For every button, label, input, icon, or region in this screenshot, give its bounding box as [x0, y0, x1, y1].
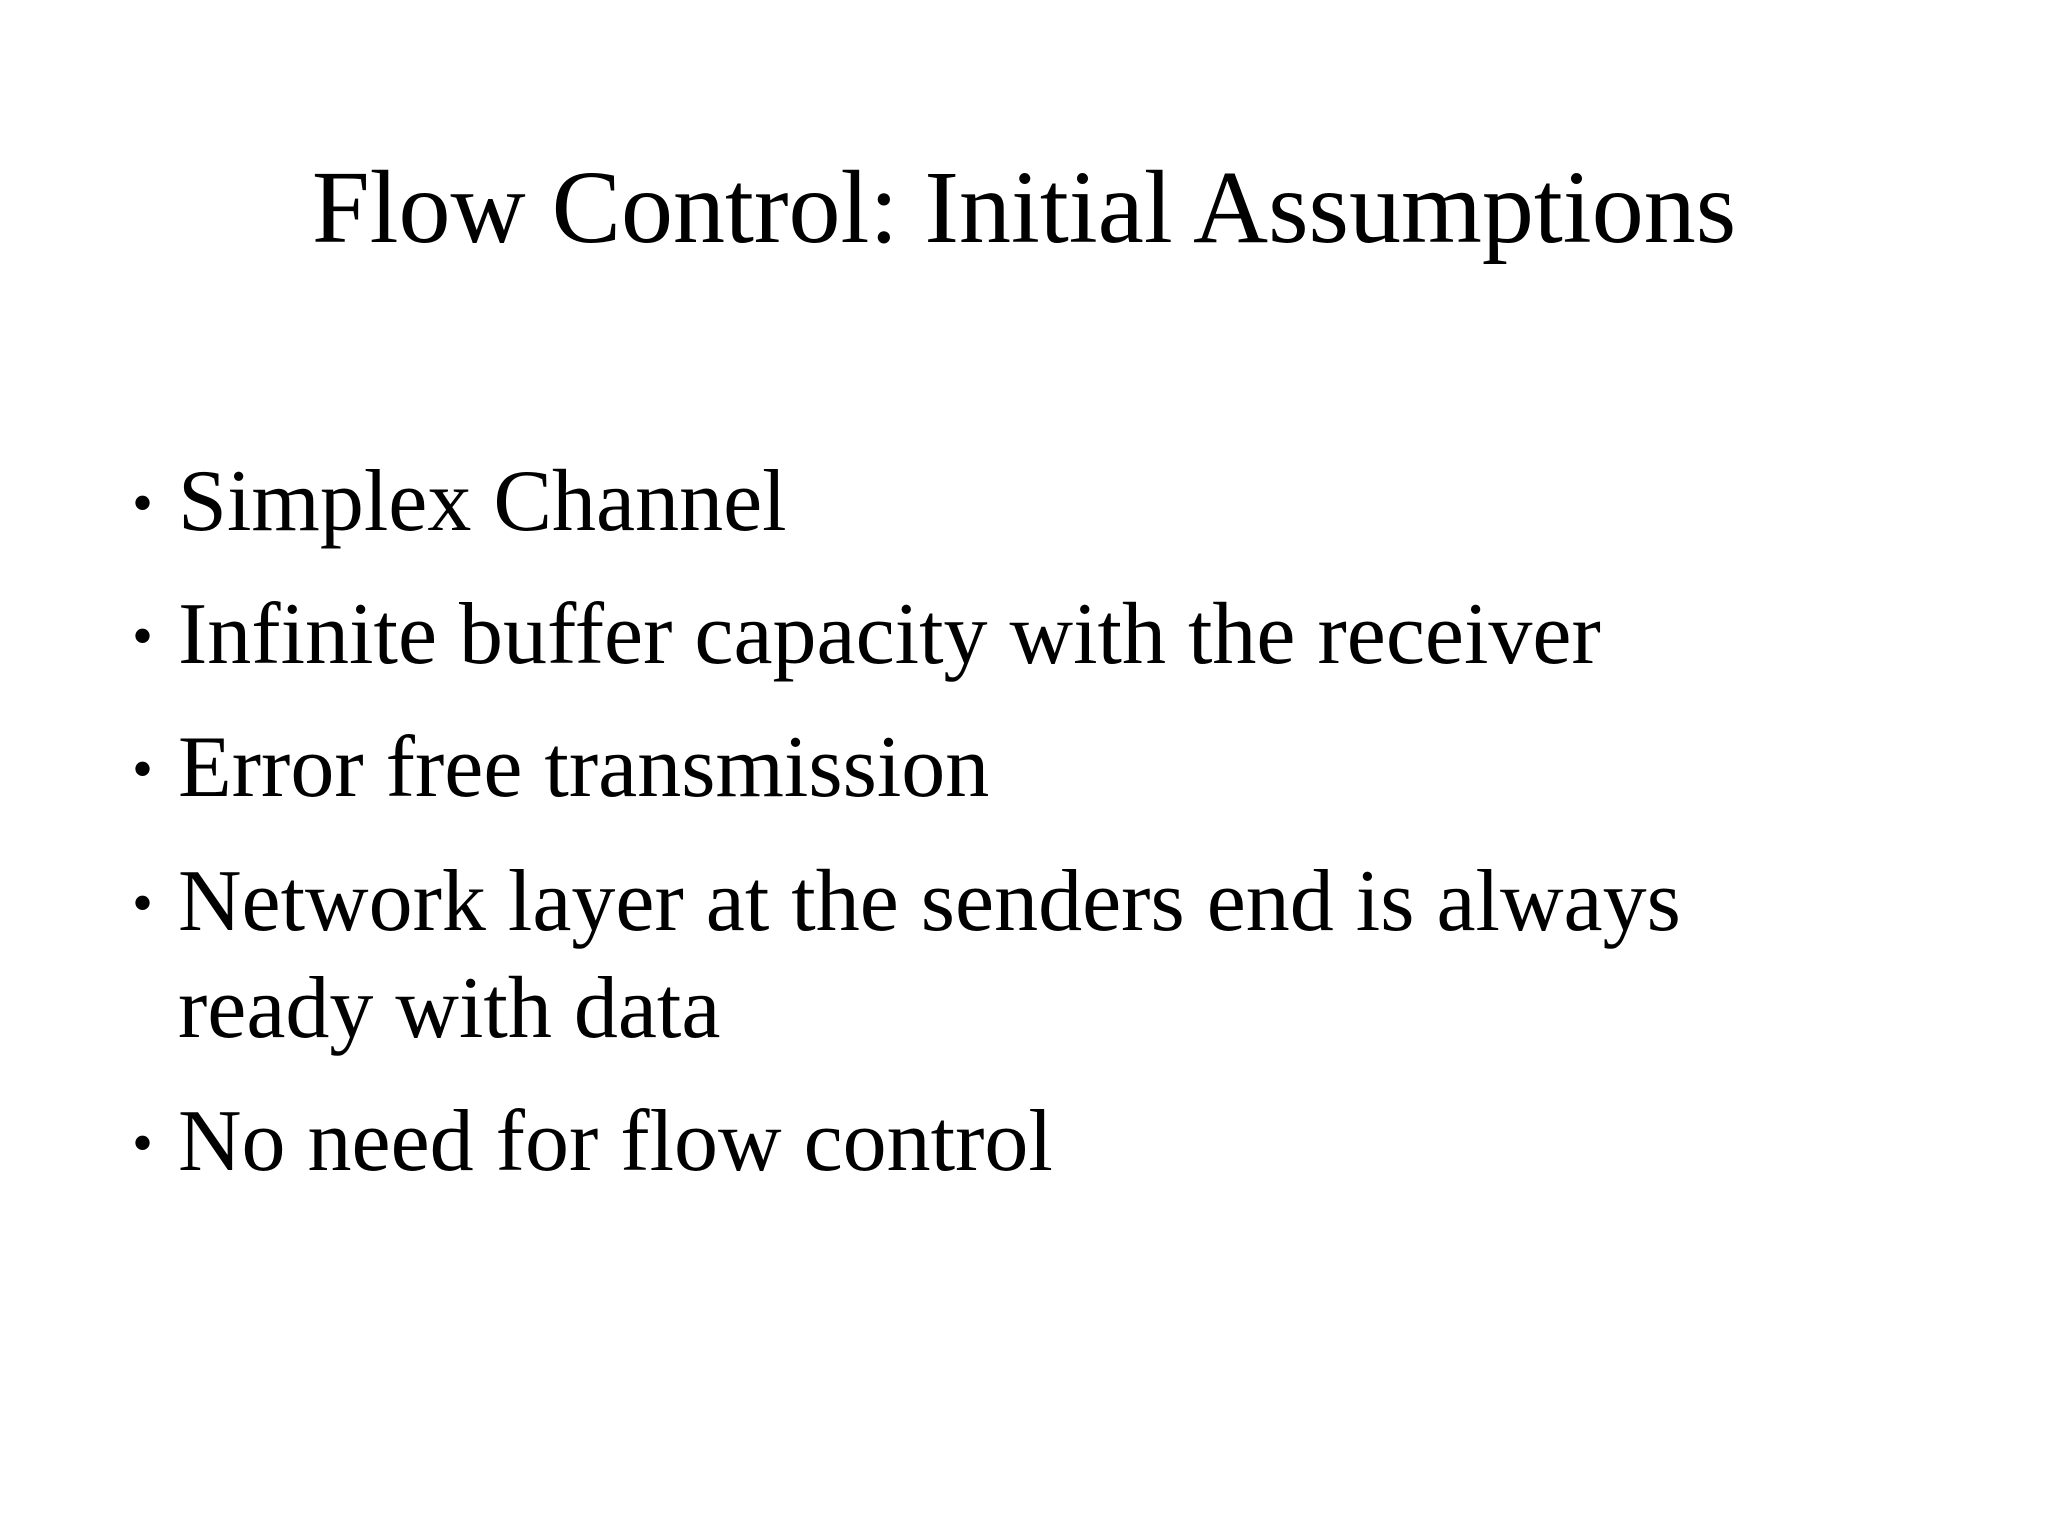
bullet-icon: •: [132, 736, 154, 803]
bullet-text: No need for flow control: [178, 1093, 1053, 1191]
bullet-icon: •: [132, 1110, 154, 1177]
bullet-item: • Infinite buffer capacity with the rece…: [132, 581, 1898, 688]
bullet-text: Error free transmission: [178, 719, 990, 817]
bullet-item: • No need for flow control: [132, 1088, 1898, 1195]
bullet-icon: •: [132, 469, 154, 536]
bullet-text: Network layer at the senders end is alwa…: [178, 852, 1681, 1058]
slide-title: Flow Control: Initial Assumptions: [311, 150, 1737, 265]
bullet-text: Simplex Channel: [178, 452, 787, 550]
bullet-list: • Simplex Channel • Infinite buffer capa…: [0, 448, 2048, 1196]
bullet-icon: •: [132, 869, 154, 936]
bullet-text: Infinite buffer capacity with the receiv…: [178, 585, 1601, 683]
bullet-icon: •: [132, 602, 154, 669]
bullet-item: • Network layer at the senders end is al…: [132, 848, 1898, 1063]
bullet-item: • Simplex Channel: [132, 448, 1898, 555]
bullet-item: • Error free transmission: [132, 714, 1898, 821]
